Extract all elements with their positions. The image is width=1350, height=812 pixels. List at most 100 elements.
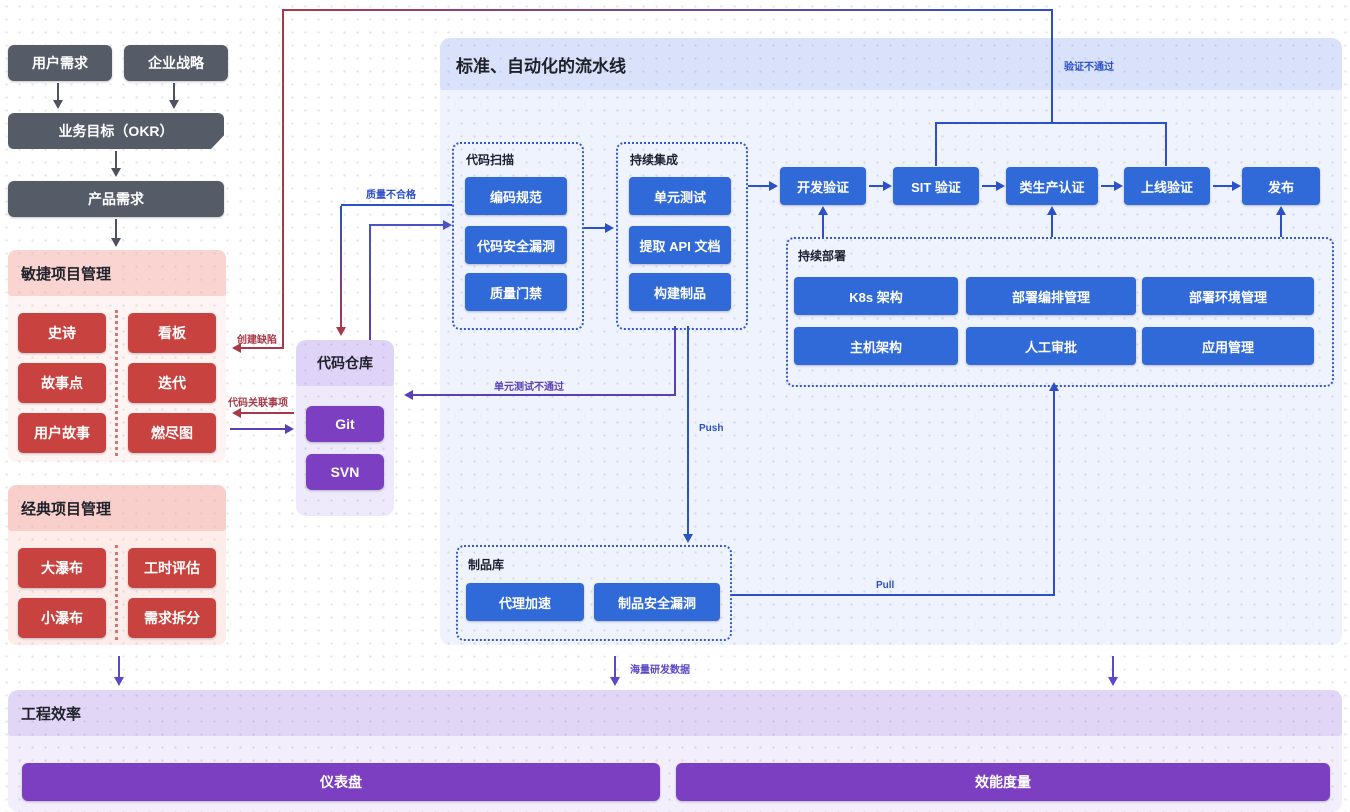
section-agile-pm-header: 敏捷项目管理	[8, 250, 226, 296]
edge-label-pull: Pull	[876, 580, 895, 591]
group-code-scan-title: 代码扫描	[466, 153, 515, 167]
connector-codelink-left	[240, 412, 294, 414]
group-artifact-repo-title: 制品库	[468, 558, 505, 572]
connector-stage3-4	[1101, 185, 1115, 187]
connector-pull-v	[1053, 390, 1055, 596]
edge-label-unit-test-fail: 单元测试不通过	[494, 382, 564, 393]
arrow-down-icon	[1108, 677, 1118, 686]
connector-verifyfail-down	[282, 9, 284, 348]
connector-codelink-right	[230, 428, 286, 430]
arrow-right-icon	[1114, 181, 1123, 191]
group-ci-title: 持续集成	[630, 153, 679, 167]
connector-create-defect	[240, 347, 284, 349]
connector-cd-preprod	[1051, 214, 1053, 237]
node-manual-approval: 人工审批	[966, 327, 1136, 365]
node-app-mgmt: 应用管理	[1142, 327, 1314, 365]
arrow-right-icon	[605, 223, 614, 233]
arrow-right-icon	[443, 220, 452, 230]
node-big-waterfall: 大瀑布	[18, 548, 106, 588]
arrow-right-icon	[285, 424, 294, 434]
arrow-down-icon	[53, 100, 63, 109]
section-code-repo-header: 代码仓库	[296, 340, 394, 386]
connector-ci-devverify	[748, 185, 770, 187]
connector-stage4-5	[1213, 185, 1232, 187]
node-small-waterfall: 小瀑布	[18, 598, 106, 638]
node-quality-gate: 质量门禁	[465, 273, 567, 311]
node-hour-estimate: 工时评估	[128, 548, 216, 588]
node-proxy-accel: 代理加速	[466, 583, 584, 621]
section-engineering-title: 工程效率	[21, 705, 82, 723]
node-artifact-vuln: 制品安全漏洞	[594, 583, 720, 621]
node-release: 发布	[1242, 167, 1320, 205]
node-enterprise-strategy: 企业战略	[124, 45, 228, 81]
connector-unitfail-h	[412, 394, 676, 396]
node-host-arch: 主机架构	[794, 327, 958, 365]
node-user-demand: 用户需求	[8, 45, 112, 81]
connector-qualityfail-v	[340, 206, 342, 328]
connector-verifyfail-up	[1051, 10, 1053, 122]
node-build-artifact: 构建制品	[629, 273, 731, 311]
arrow-down-icon	[111, 168, 121, 177]
edge-label-push: Push	[699, 423, 724, 434]
connector-strategy-okr	[173, 83, 175, 101]
connector-classic-engineering	[118, 656, 120, 678]
connector-bracket-right	[1165, 124, 1167, 166]
node-dev-verify: 开发验证	[780, 167, 866, 205]
section-pipeline-title: 标准、自动化的流水线	[456, 56, 626, 76]
arrow-left-icon	[404, 390, 413, 400]
edge-label-code-link: 代码关联事项	[228, 398, 288, 409]
connector-verifyfail-top	[283, 9, 1053, 11]
connector-stage2-3	[982, 185, 997, 187]
node-preprod-cert: 类生产认证	[1006, 167, 1098, 205]
node-sit-verify: SIT 验证	[893, 167, 979, 205]
arrow-down-icon	[114, 677, 124, 686]
section-engineering-header: 工程效率	[8, 690, 1342, 736]
edge-label-verify-fail: 验证不通过	[1064, 62, 1114, 73]
connector-unitfail-v	[674, 326, 676, 396]
node-metrics: 效能度量	[676, 763, 1330, 801]
connector-push	[687, 326, 689, 536]
connector-cd-devverify	[822, 214, 824, 237]
arrow-right-icon	[883, 181, 892, 191]
group-cd-title: 持续部署	[798, 249, 847, 263]
node-okr: 业务目标（OKR）	[8, 113, 224, 149]
arrow-left-icon	[232, 408, 241, 418]
node-api-doc: 提取 API 文档	[629, 226, 731, 264]
connector-artifact-engineering	[614, 656, 616, 678]
connector-cd-engineering	[1112, 656, 1114, 678]
connector-okr-product	[115, 151, 117, 169]
connector-scan-ci	[584, 227, 606, 229]
node-kanban: 看板	[128, 313, 216, 353]
arrow-up-icon	[1049, 382, 1059, 391]
node-unit-test: 单元测试	[629, 177, 731, 215]
arrow-right-icon	[996, 181, 1005, 191]
arrow-up-icon	[1276, 206, 1286, 215]
node-coding-standard: 编码规范	[465, 177, 567, 215]
arrow-right-icon	[1232, 181, 1241, 191]
section-classic-pm-title: 经典项目管理	[21, 500, 112, 518]
edge-label-create-defect: 创建缺陷	[237, 335, 277, 346]
node-user-story: 用户故事	[18, 413, 106, 453]
arrow-right-icon	[769, 181, 778, 191]
connector-bracket-left	[935, 124, 937, 166]
connector-bracket-top	[935, 122, 1167, 124]
section-code-repo-title: 代码仓库	[317, 355, 373, 371]
arrow-down-icon	[683, 534, 693, 543]
node-golive-verify: 上线验证	[1124, 167, 1210, 205]
node-burndown-chart: 燃尽图	[128, 413, 216, 453]
node-svn: SVN	[306, 454, 384, 490]
node-req-split: 需求拆分	[128, 598, 216, 638]
node-git: Git	[306, 406, 384, 442]
node-epic: 史诗	[18, 313, 106, 353]
node-k8s-arch: K8s 架构	[794, 277, 958, 315]
dotted-divider	[115, 545, 118, 640]
section-agile-pm-title: 敏捷项目管理	[21, 265, 112, 283]
connector-pull-h	[731, 594, 1055, 596]
node-product-demand: 产品需求	[8, 181, 224, 217]
arrow-down-icon	[336, 327, 346, 336]
connector-stage1-2	[869, 185, 884, 187]
connector-qualityfail-h	[341, 204, 452, 206]
node-dashboard: 仪表盘	[22, 763, 660, 801]
connector-userdemand-okr	[57, 83, 59, 101]
